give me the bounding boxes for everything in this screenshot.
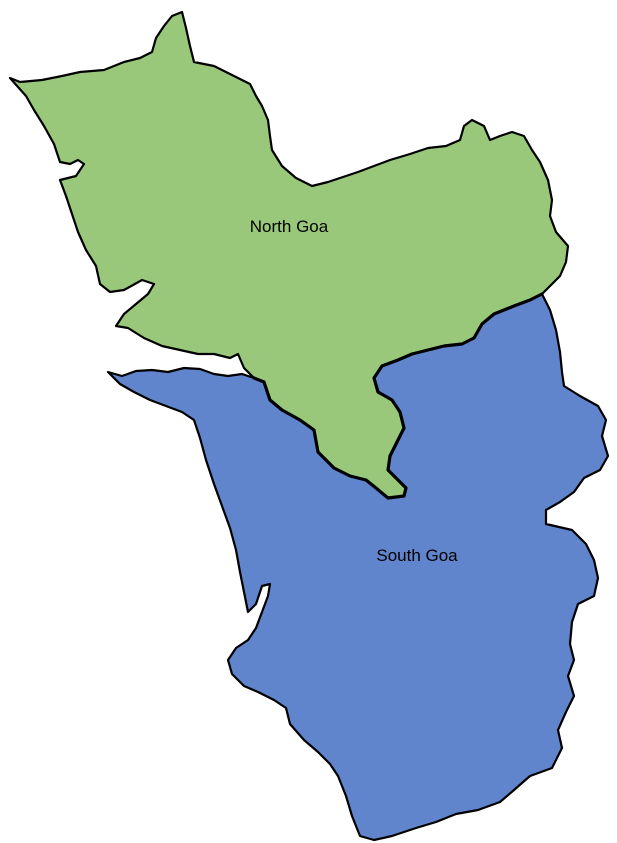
south-goa-label: South Goa bbox=[376, 546, 458, 565]
north-goa-label: North Goa bbox=[250, 217, 329, 236]
district-boundary bbox=[252, 292, 544, 500]
